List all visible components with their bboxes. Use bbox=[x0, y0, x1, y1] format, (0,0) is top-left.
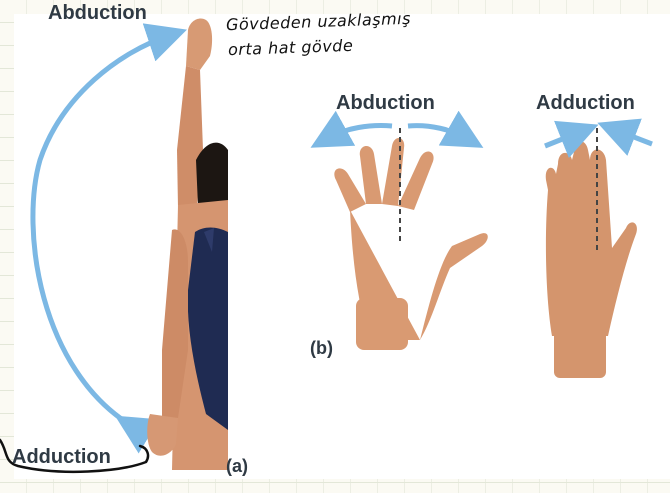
hand-adduction bbox=[546, 141, 637, 378]
abduction-arrow-right bbox=[408, 126, 466, 138]
adduction-arrow-right bbox=[616, 130, 652, 144]
arm-arc-arrow bbox=[33, 36, 168, 426]
finger-abduction-label: Abduction bbox=[336, 92, 435, 115]
panel-b-label: (b) bbox=[310, 338, 333, 359]
adduction-arrow-left bbox=[545, 132, 580, 146]
body-figure bbox=[147, 18, 228, 470]
finger-adduction-label: Adduction bbox=[536, 92, 635, 115]
arm-abduction-label: Abduction bbox=[48, 2, 147, 25]
hand-abduction bbox=[334, 138, 487, 350]
abduction-arrow-left bbox=[328, 126, 392, 139]
panel-a-label: (a) bbox=[226, 456, 248, 477]
arm-adduction-label: Adduction bbox=[12, 446, 111, 469]
